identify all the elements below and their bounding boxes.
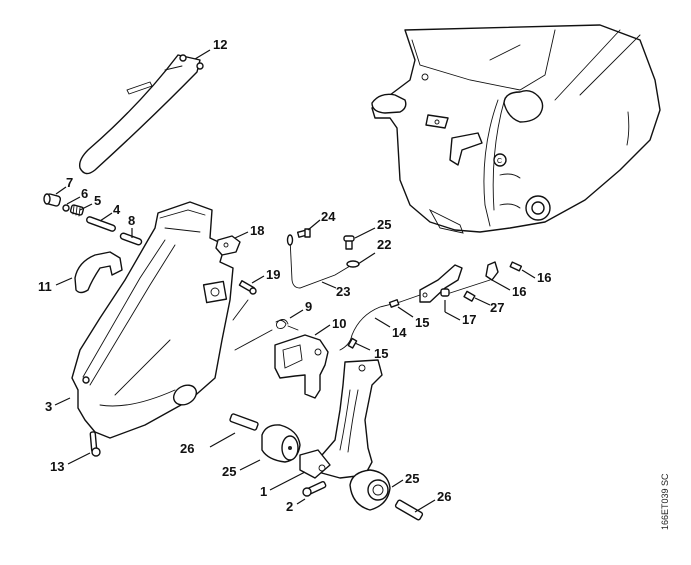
callout-4: 4 <box>113 202 121 217</box>
callout-22: 22 <box>377 237 392 252</box>
callout-25-right: 25 <box>405 471 420 486</box>
callout-26-right: 26 <box>437 489 452 504</box>
leader-lines <box>54 49 536 513</box>
part-26-stud-right <box>394 499 424 521</box>
callout-10: 10 <box>332 316 347 331</box>
callout-15-lower: 15 <box>374 346 389 361</box>
part-1-buffer-bracket <box>299 359 383 479</box>
part-25-buffer-left <box>261 424 301 463</box>
callout-14: 14 <box>392 325 407 340</box>
callout-12: 12 <box>213 37 228 52</box>
part-3-handle-housing <box>71 201 249 439</box>
part-9-torsion-spring <box>234 319 299 351</box>
part-5-spring <box>69 204 85 217</box>
part-17-lever <box>449 261 499 294</box>
callout-16: 16 <box>537 270 552 285</box>
part-18-bracket <box>419 264 463 303</box>
engine-housing: C <box>371 24 661 234</box>
callout-1: 1 <box>260 484 268 499</box>
part-12-handle-cover <box>78 54 204 175</box>
part-7-sleeve <box>43 193 62 207</box>
part-10-throttle-trigger <box>274 334 329 399</box>
callout-11: 11 <box>38 279 52 294</box>
part-19-clip <box>215 235 241 256</box>
part-13-screw <box>89 431 101 457</box>
callout-7: 7 <box>66 175 74 190</box>
part-23-screw <box>296 228 311 238</box>
part-8-dowel-pin <box>119 232 143 246</box>
callout-23: 24 <box>321 209 336 224</box>
part-20-screw <box>238 280 257 295</box>
callout-2: 2 <box>286 499 294 514</box>
svg-text:C: C <box>497 158 502 165</box>
callout-24: 25 <box>377 217 392 232</box>
part-6-washer <box>62 204 70 212</box>
callout-20: 19 <box>266 267 281 282</box>
callout-8: 8 <box>128 213 136 228</box>
part-14-throttle-cable <box>339 294 421 351</box>
part-16-screw <box>509 261 523 272</box>
callout-17: 16 <box>512 284 527 299</box>
part-26-stud-left <box>229 413 259 431</box>
callout-25-left: 25 <box>222 464 237 479</box>
callout-26-left: 26 <box>180 441 195 456</box>
callout-21: 23 <box>336 284 351 299</box>
part-27-screw <box>463 290 476 302</box>
callout-13: 13 <box>50 459 65 474</box>
part-11-interlock-lever <box>74 251 123 294</box>
drawing-code: 166ET039 SC <box>660 473 670 530</box>
part-2-screw <box>302 481 327 497</box>
callout-19: 18 <box>250 223 265 238</box>
part-25-buffer-right <box>349 469 391 511</box>
callout-6: 6 <box>81 186 89 201</box>
callout-3: 3 <box>45 399 53 414</box>
callout-27: 27 <box>490 300 505 315</box>
part-4-pin <box>86 216 116 232</box>
callout-15-upper: 15 <box>415 315 430 330</box>
callout-5: 5 <box>94 193 102 208</box>
part-24-screw <box>343 235 355 250</box>
callout-9: 9 <box>305 299 313 314</box>
part-21-ground-wire <box>286 234 360 289</box>
callout-18: 17 <box>462 312 477 327</box>
